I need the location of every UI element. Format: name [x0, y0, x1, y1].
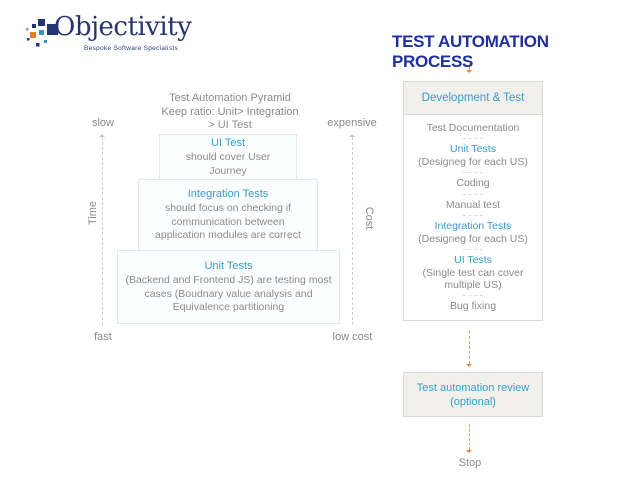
- time-axis-top-label: slow: [91, 117, 114, 129]
- logo: Objectivity Bespoke Software Specialists: [24, 12, 194, 58]
- logo-tagline: Bespoke Software Specialists: [83, 45, 178, 52]
- pyramid-level-unit-tests: Unit Tests (Backend and Frontend JS) are…: [117, 250, 340, 324]
- pyramid-heading-line1: Test Automation Pyramid: [169, 92, 291, 104]
- pyramid-level-integration-tests: Integration Tests should focus on checki…: [138, 179, 318, 251]
- time-axis-line: [102, 137, 103, 325]
- logo-wordmark: Objectivity: [54, 12, 192, 42]
- flow-step-title: Integration Tests: [434, 220, 512, 233]
- cost-axis-label: Cost: [363, 206, 375, 230]
- pyramid-level-title: UI Test: [210, 137, 246, 149]
- time-axis-bottom-label: fast: [94, 331, 112, 343]
- pyramid-heading-line3: > UI Test: [208, 119, 252, 131]
- review-box-line2: (optional): [450, 395, 496, 408]
- flow-step-label: Bug fixing: [449, 300, 497, 313]
- pyramid-heading: Test Automation Pyramid Keep ratio: Unit…: [120, 92, 340, 133]
- pyramid-heading-line2: Keep ratio: Unit> Integration: [161, 105, 299, 118]
- flow-step: Test Documentation: [407, 122, 539, 135]
- cost-axis-line: [352, 137, 353, 325]
- pyramid-level-description: should focus on checking if communicatio…: [155, 202, 301, 242]
- step-separator: [463, 172, 483, 174]
- flow-step: Integration Tests(Designeg for each US): [407, 220, 539, 245]
- cost-axis-arrow-icon: [349, 131, 355, 137]
- flow-start-arrow-icon: [466, 62, 472, 73]
- flow-step-label: Manual test: [445, 198, 501, 211]
- step-separator: [463, 193, 483, 195]
- pyramid-level-description: (Backend and Frontend JS) are testing mo…: [125, 274, 332, 314]
- time-axis-label: Time: [87, 200, 99, 226]
- flow-arrow-to-stop-icon: [466, 424, 472, 453]
- flow-step-title: Unit Tests: [450, 143, 496, 156]
- review-box-line1: Test automation review: [416, 381, 530, 394]
- step-separator: [463, 215, 483, 217]
- step-separator: [463, 249, 483, 251]
- logo-mark-icon: [26, 19, 58, 47]
- flow-panel-header: Development & Test: [404, 82, 542, 115]
- stop-label: Stop: [458, 457, 482, 469]
- flow-step: Manual test: [407, 199, 539, 212]
- flow-step-note: (Designeg for each US): [418, 232, 528, 245]
- flow-step-note: (Single test can cover multiple US): [422, 266, 524, 292]
- cost-axis-top-label: expensive: [327, 117, 377, 129]
- pyramid-level-description: should cover User Journey: [185, 151, 271, 177]
- page-title: TEST AUTOMATION PROCESS: [392, 32, 549, 71]
- flow-step: UI Tests(Single test can cover multiple …: [407, 254, 539, 292]
- flow-step: Coding: [407, 177, 539, 190]
- cost-axis-bottom-label: low cost: [332, 331, 373, 343]
- flow-step-note: (Designeg for each US): [418, 155, 528, 168]
- pyramid-level-title: Integration Tests: [187, 188, 269, 201]
- flow-arrow-to-review-icon: [466, 331, 472, 367]
- pyramid-level-ui-test: UI Test should cover User Journey: [159, 134, 297, 180]
- step-separator: [463, 295, 483, 297]
- pyramid-level-title: Unit Tests: [204, 260, 253, 273]
- time-axis-arrow-icon: [99, 131, 105, 137]
- flow-step-title: UI Tests: [454, 254, 492, 267]
- flow-step-label: Test Documentation: [426, 122, 520, 134]
- flow-step: Unit Tests(Designeg for each US): [407, 143, 539, 168]
- flow-step: Bug fixing: [407, 300, 539, 313]
- test-automation-review-box: Test automation review (optional): [403, 372, 543, 417]
- flow-step-label: Coding: [456, 177, 490, 190]
- step-separator: [463, 138, 483, 140]
